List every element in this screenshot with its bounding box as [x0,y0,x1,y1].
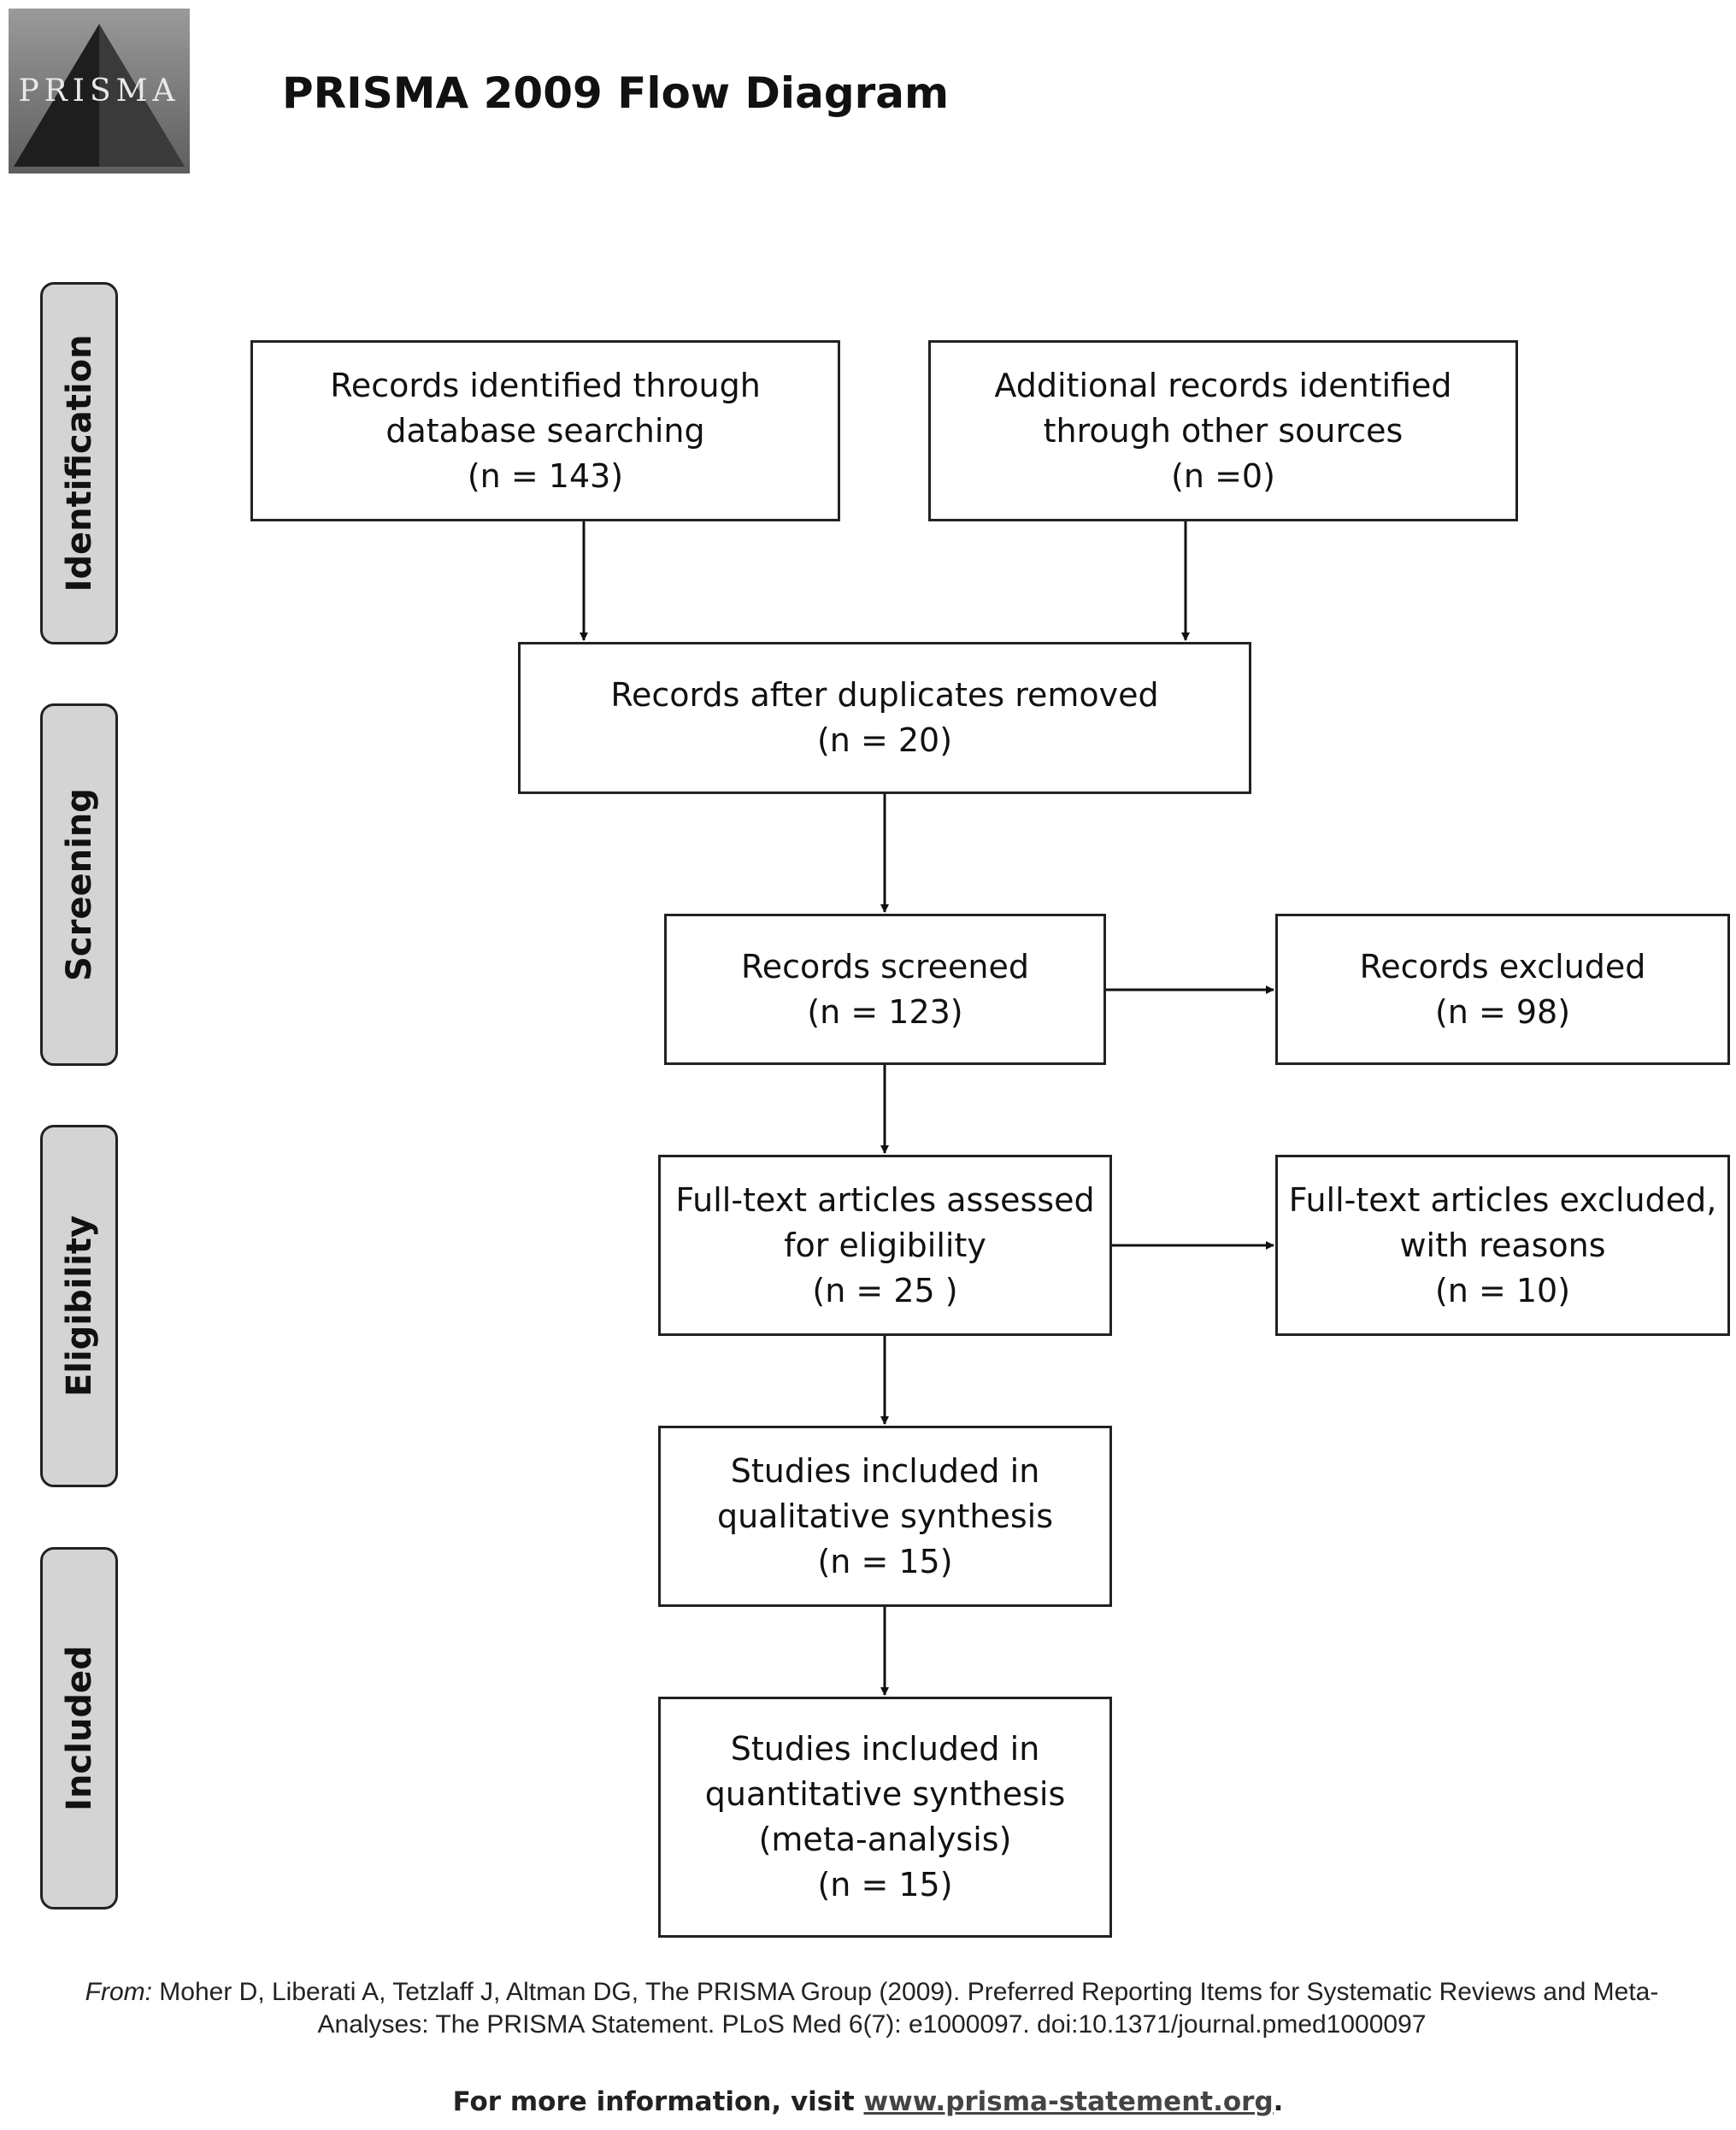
box-line: Records excluded [1359,947,1646,986]
box-line: Studies included in [730,1730,1040,1768]
stage-identification: Identification [40,282,118,644]
box-line: database searching [385,411,705,450]
box-count: (n = 15) [817,1866,953,1903]
box-duplicates-removed: Records after duplicates removed (n = 20… [518,642,1251,794]
box-line: Studies included in [730,1451,1040,1490]
stage-screening: Screening [40,703,118,1066]
box-records-excluded: Records excluded (n = 98) [1275,914,1730,1065]
logo-text: PRISMA [18,74,180,109]
page-title: PRISMA 2009 Flow Diagram [282,68,950,118]
box-line: quantitative synthesis [704,1775,1066,1813]
box-line: Records after duplicates removed [610,676,1159,714]
box-line: Additional records identified [994,366,1452,404]
box-quantitative-synthesis: Studies included in quantitative synthes… [658,1697,1112,1938]
prisma-logo: PRISMA [9,9,190,174]
box-line: for eligibility [784,1226,986,1264]
box-line: (meta-analysis) [758,1821,1012,1858]
more-info: For more information, visit www.prisma-s… [0,2086,1736,2117]
more-info-suffix: . [1273,2086,1284,2117]
box-qualitative-synthesis: Studies included in qualitative synthesi… [658,1426,1112,1607]
box-line: Full-text articles excluded, [1288,1180,1717,1219]
box-fulltext-excluded: Full-text articles excluded, with reason… [1275,1155,1730,1336]
box-line: with reasons [1399,1226,1606,1264]
box-count: (n =0) [1171,456,1275,495]
box-line: through other sources [1043,411,1404,450]
box-records-screened: Records screened (n = 123) [664,914,1106,1065]
box-count: (n = 143) [467,456,624,495]
citation: From: Moher D, Liberati A, Tetzlaff J, A… [47,1976,1697,2041]
more-info-prefix: For more information, visit [452,2086,864,2117]
citation-text: Moher D, Liberati A, Tetzlaff J, Altman … [159,1978,1659,2039]
box-count: (n = 20) [816,721,953,759]
stage-eligibility: Eligibility [40,1125,118,1487]
box-database-search: Records identified through database sear… [250,340,840,521]
box-count: (n = 15) [817,1542,953,1580]
citation-label: From: [85,1978,152,2006]
box-count: (n = 123) [807,992,963,1031]
box-line: qualitative synthesis [716,1497,1054,1535]
box-line: Full-text articles assessed [675,1180,1095,1219]
box-count: (n = 10) [1434,1271,1571,1309]
box-line: Records screened [741,947,1029,986]
logo-triangle-graphic [14,24,185,167]
box-fulltext-assessed: Full-text articles assessed for eligibil… [658,1155,1112,1336]
box-other-sources: Additional records identified through ot… [928,340,1518,521]
prisma-website-link[interactable]: www.prisma-statement.org [863,2086,1274,2117]
box-count: (n = 98) [1434,992,1571,1031]
box-line: Records identified through [330,366,761,404]
box-count: (n = 25 ) [812,1271,958,1309]
stage-included: Included [40,1547,118,1909]
